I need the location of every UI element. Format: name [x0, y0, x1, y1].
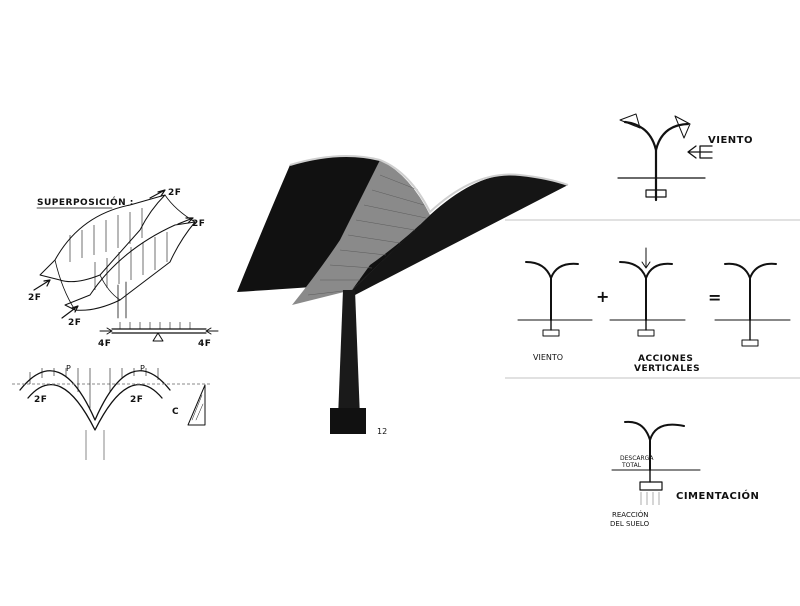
beam-diagram — [99, 322, 219, 342]
arch-section-diagram — [12, 368, 210, 460]
equals-sign: = — [708, 288, 722, 307]
reaction-label-1: REACCIÓN — [612, 510, 649, 519]
superposition-title: SUPERPOSICIÓN : — [37, 196, 134, 208]
arch-label-right: 2F — [130, 395, 143, 405]
beam-label-left: 4F — [98, 339, 111, 349]
umbrella-vertical-diagram — [609, 247, 686, 337]
photo-column-base — [330, 408, 366, 434]
foundation-sketch — [611, 420, 701, 505]
load-label-2: TOTAL — [621, 462, 642, 469]
wind-sketch — [617, 113, 713, 202]
caption-wind: VIENTO — [533, 353, 563, 362]
wind-label: VIENTO — [708, 135, 753, 146]
umbrella-wind-diagram — [517, 261, 593, 337]
beam-label-right: 4F — [198, 339, 211, 349]
arch-label-left: 2F — [34, 395, 47, 405]
shell-perspective-drawing — [33, 189, 196, 319]
foundation-label: CIMENTACIÓN — [676, 489, 759, 502]
arch-label-p-right: P — [140, 364, 145, 373]
umbrella-shell-photo — [237, 155, 569, 434]
photo-page-number: 12 — [377, 427, 387, 436]
caption-vertical-2: VERTICALES — [634, 364, 700, 374]
force-label-bottom: 2F — [68, 318, 81, 328]
reaction-label-2: DEL SUELO — [610, 520, 650, 528]
caption-vertical-1: ACCIONES — [638, 354, 693, 364]
arch-label-c: C — [172, 407, 179, 417]
force-label-top: 2F — [168, 188, 181, 198]
superposition-equation: + = — [517, 247, 791, 347]
soil-reaction-arrows — [640, 492, 660, 505]
superposition-sketch: SUPERPOSICIÓN : — [12, 188, 219, 460]
force-label-right: 2F — [192, 219, 205, 229]
load-arrows — [69, 208, 168, 290]
umbrella-result-diagram — [714, 262, 791, 347]
load-label-1: DESCARGA — [620, 455, 654, 462]
plus-sign: + — [596, 287, 610, 306]
force-label-left: 2F — [28, 293, 41, 303]
arch-label-p-left: P — [66, 364, 71, 373]
